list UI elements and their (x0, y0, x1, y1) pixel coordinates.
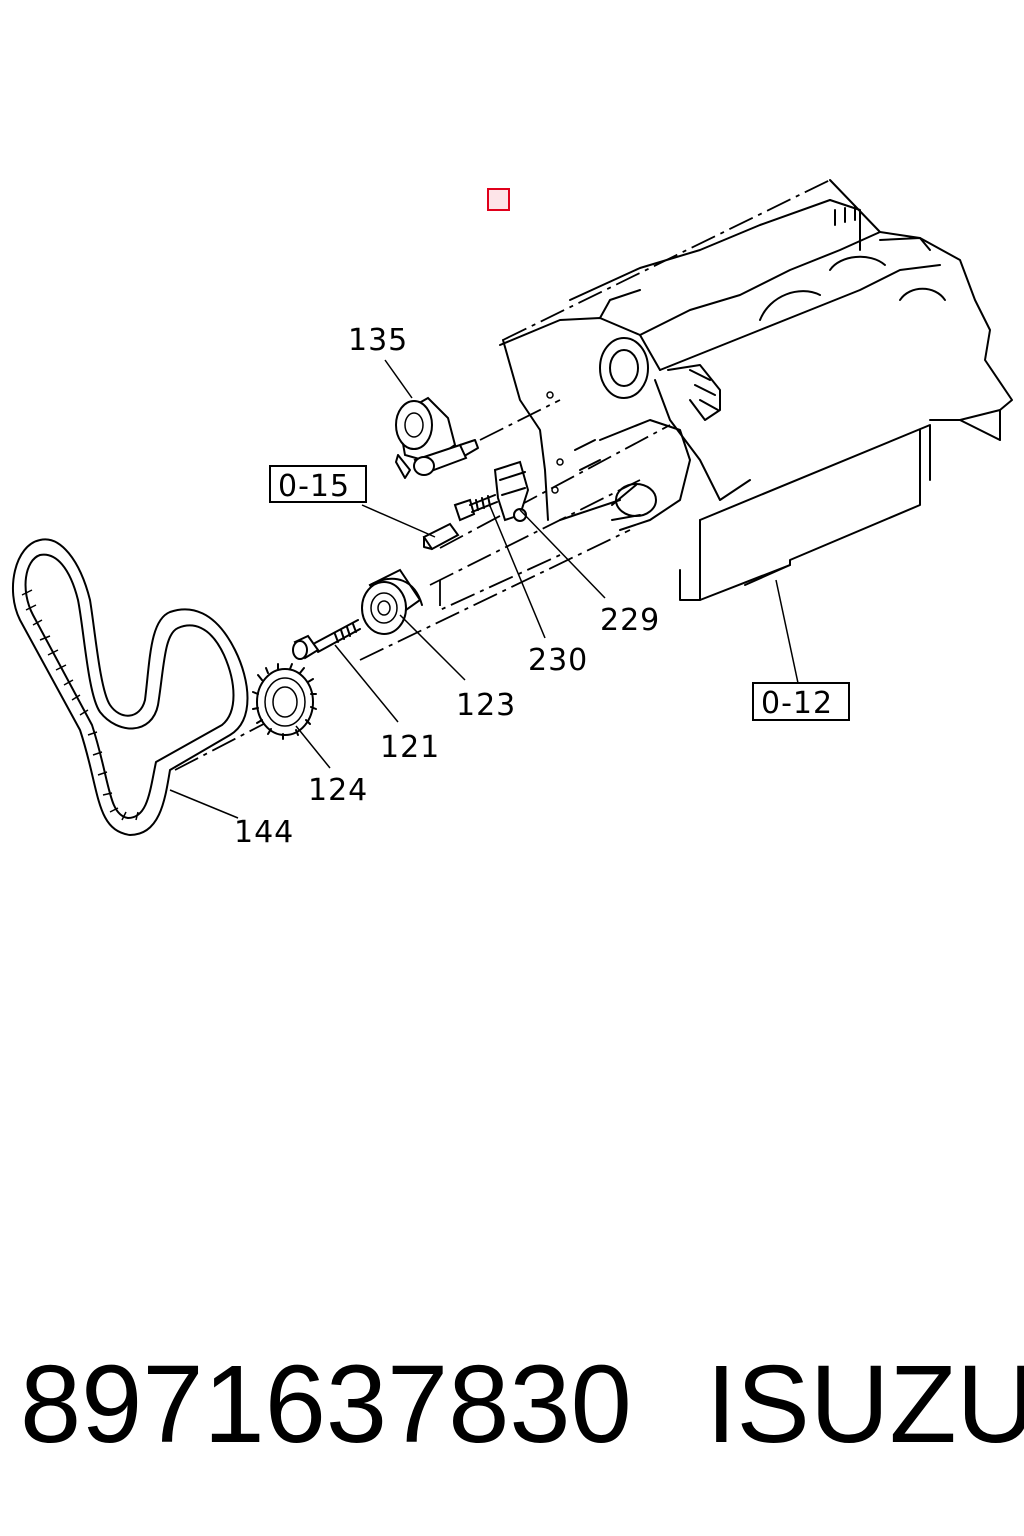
leader-lines (169, 359, 799, 819)
brand-name: ISUZU (706, 1343, 1024, 1466)
timing-belt-144 (12, 538, 249, 836)
callout-135: 135 (348, 323, 408, 358)
crank-sprocket-124 (252, 663, 317, 740)
callout-144: 144 (234, 815, 294, 850)
ref-0-12-label: 0-12 (761, 686, 833, 721)
bracket-229-bolt-230 (453, 460, 530, 522)
tensioner-pulley-135 (395, 396, 479, 479)
callout-121: 121 (380, 730, 440, 765)
callout-230: 230 (528, 643, 588, 678)
callout-229: 229 (600, 603, 660, 638)
marker-square (487, 188, 510, 211)
ref-box-0-12: 0-12 (752, 682, 850, 721)
callout-123: 123 (456, 688, 516, 723)
long-bolt-121 (292, 619, 361, 660)
ref-0-15-label: 0-15 (278, 469, 350, 504)
ref-box-0-15: 0-15 (269, 465, 367, 504)
part-number: 8971637830 (20, 1343, 632, 1466)
callout-124: 124 (308, 773, 368, 808)
idler-pulley-123 (361, 568, 423, 635)
engine-block (499, 179, 1013, 601)
key-part (422, 522, 460, 551)
